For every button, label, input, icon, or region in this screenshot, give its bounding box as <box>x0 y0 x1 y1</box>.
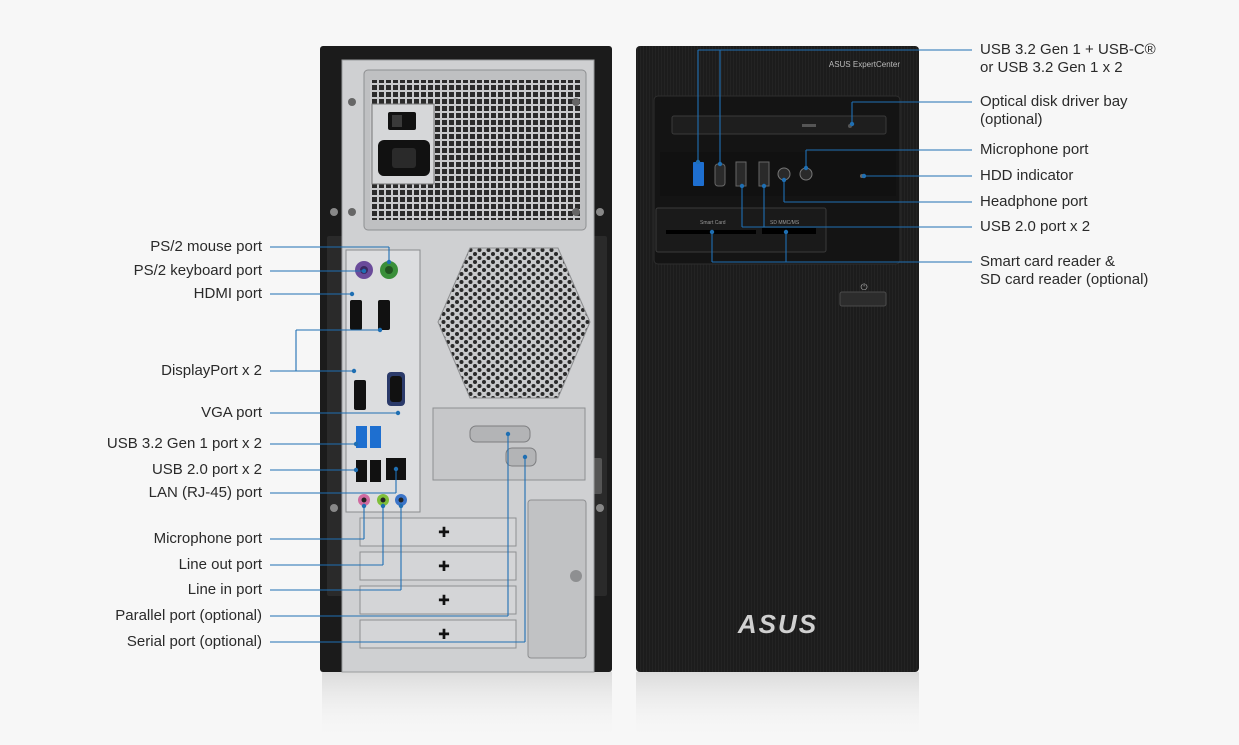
callout-dot <box>717 161 723 167</box>
callout-dot <box>349 291 355 297</box>
callout-dot <box>361 503 367 509</box>
callout-dot <box>739 183 745 189</box>
front-label-optical-bay: Optical disk driver bay(optional) <box>980 93 1128 129</box>
front-usb2-2 <box>758 161 770 187</box>
callout-dot <box>353 441 359 447</box>
svg-text:✚: ✚ <box>438 626 450 642</box>
front-label-line1: USB 2.0 port x 2 <box>980 218 1091 235</box>
front-label-line2: SD card reader (optional) <box>980 271 1149 288</box>
svg-text:✚: ✚ <box>438 524 450 540</box>
fan-grille <box>437 247 591 399</box>
callout-dot <box>380 503 386 509</box>
back-label-displayport-x2: DisplayPort x 2 <box>161 362 262 379</box>
back-label-ps2-keyboard-port: PS/2 keyboard port <box>133 262 262 279</box>
front-label-usb32-front: USB 3.2 Gen 1 + USB-C®or USB 3.2 Gen 1 x… <box>980 41 1156 77</box>
front-tower: Smart Card SD MMC/MS ⏻ ASUS ExpertCenter… <box>636 46 919 672</box>
usb3-jack-2 <box>370 426 381 448</box>
front-usbc <box>714 163 726 187</box>
front-label-line1: Headphone port <box>980 193 1088 210</box>
usb2-jack-2 <box>370 460 381 482</box>
usb2-jack-1 <box>356 460 367 482</box>
back-label-microphone-port-back: Microphone port <box>153 530 262 547</box>
callout-lines <box>270 49 972 643</box>
callout-dot <box>849 121 855 127</box>
back-tower: ✚ ✚ ✚ ✚ <box>320 46 612 673</box>
callout-dot <box>505 431 511 437</box>
back-label-line-in-port: Line in port <box>187 581 262 598</box>
back-label-usb32-gen1-port-x2: USB 3.2 Gen 1 port x 2 <box>106 435 262 452</box>
front-label-hdd-indicator: HDD indicator <box>980 167 1073 185</box>
parallel-cutout <box>469 425 531 443</box>
svg-text:✚: ✚ <box>438 558 450 574</box>
callout-dot <box>695 159 701 165</box>
optical-bay <box>671 115 887 135</box>
callout-dot <box>709 229 715 235</box>
front-usb2-1 <box>735 161 747 187</box>
callout-dot <box>522 454 528 460</box>
svg-text:⏻: ⏻ <box>860 282 867 293</box>
front-label-line2: or USB 3.2 Gen 1 x 2 <box>980 59 1123 76</box>
front-label-card-reader: Smart card reader &SD card reader (optio… <box>980 253 1148 289</box>
sd-card-slot <box>762 228 816 234</box>
serial-cutout <box>505 447 537 467</box>
svg-text:✚: ✚ <box>438 592 450 608</box>
front-reflection <box>636 672 919 740</box>
back-label-serial-port: Serial port (optional) <box>126 633 262 650</box>
back-label-usb20-port-x2-back: USB 2.0 port x 2 <box>151 461 262 478</box>
displayport-jack <box>354 380 366 410</box>
asus-logo: ASUS <box>737 609 818 639</box>
front-label-line1: Smart card reader & <box>980 253 1116 270</box>
hdmi-jack-2 <box>378 300 390 330</box>
front-label-line1: USB 3.2 Gen 1 + USB-C® <box>980 41 1156 58</box>
back-label-vga-port: VGA port <box>201 404 262 421</box>
power-button <box>839 291 887 307</box>
callout-dot <box>377 327 383 333</box>
front-label-microphone-port-front: Microphone port <box>980 141 1088 159</box>
hdmi-jack-1 <box>350 300 362 330</box>
back-label-lan-port: LAN (RJ-45) port <box>148 484 262 501</box>
back-label-ps2-mouse-port: PS/2 mouse port <box>150 238 262 255</box>
callout-dot <box>781 177 787 183</box>
front-label-line1: HDD indicator <box>980 167 1074 184</box>
back-reflection <box>322 672 612 740</box>
front-label-line1: Optical disk driver bay <box>980 93 1128 110</box>
back-label-line-out-port: Line out port <box>178 556 262 573</box>
callout-dot <box>393 466 399 472</box>
callout-dot <box>353 467 359 473</box>
expansion-slots: ✚ ✚ ✚ ✚ <box>359 517 517 649</box>
callout-dot <box>761 183 767 189</box>
front-usb3 <box>693 162 704 186</box>
back-label-hdmi-port: HDMI port <box>193 285 262 302</box>
callout-dot <box>395 410 401 416</box>
callout-dot <box>398 503 404 509</box>
callout-dot <box>386 259 392 265</box>
expertcenter-badge: ASUS ExpertCenter <box>829 60 900 69</box>
back-label-parallel-port: Parallel port (optional) <box>115 607 262 624</box>
sd-card-text: SD MMC/MS <box>770 220 800 226</box>
callout-dot <box>361 268 367 274</box>
callout-dot <box>351 368 357 374</box>
front-label-line2: (optional) <box>980 111 1043 128</box>
front-label-usb20-front: USB 2.0 port x 2 <box>980 218 1090 236</box>
usb3-jack-1 <box>356 426 367 448</box>
front-label-line1: Microphone port <box>980 141 1089 158</box>
front-label-headphone-port: Headphone port <box>980 193 1088 211</box>
callout-dot <box>803 165 809 171</box>
callout-dot <box>783 229 789 235</box>
smart-card-text: Smart Card <box>700 220 726 226</box>
callout-dot <box>861 173 867 179</box>
